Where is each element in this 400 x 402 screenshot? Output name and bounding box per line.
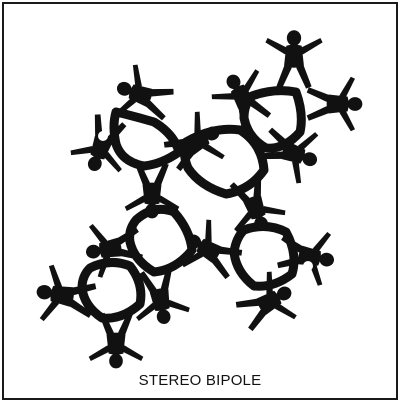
figure-caption: STEREO BIPOLE — [138, 372, 262, 389]
chain-center — [179, 124, 269, 199]
chain-lower-right — [229, 222, 299, 291]
chain-upper-left — [109, 107, 184, 171]
figure-upper-right-diver — [306, 76, 363, 132]
formation-diagram — [31, 30, 363, 369]
chain-lower-left — [125, 204, 197, 277]
hand-highlight-left — [98, 131, 108, 141]
figure-top-right-diver — [265, 30, 323, 89]
figure-left-diver — [66, 109, 137, 180]
hand-highlight-right — [303, 261, 313, 271]
